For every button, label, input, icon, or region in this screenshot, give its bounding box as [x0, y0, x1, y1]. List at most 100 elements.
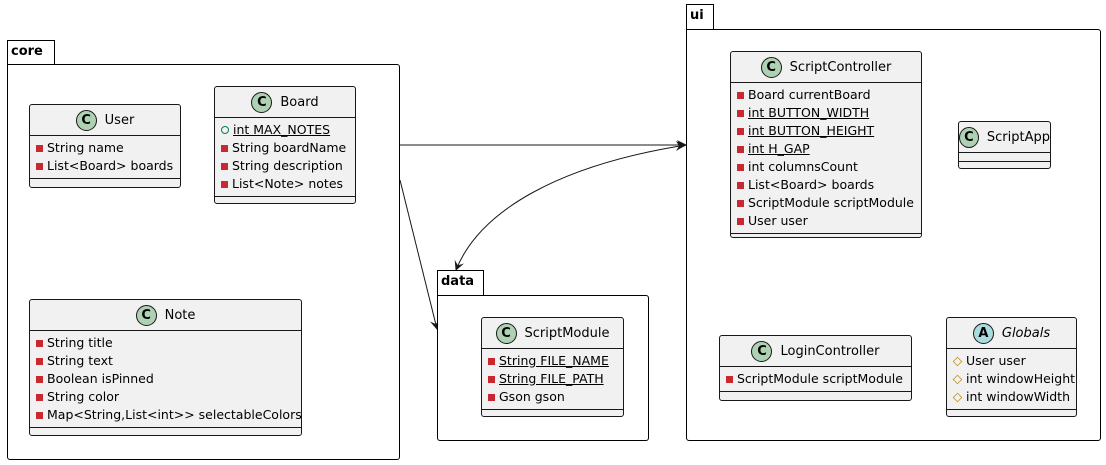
private-icon — [488, 375, 495, 383]
arrow-data-ui-bidirectional — [454, 144, 687, 271]
class-header: C LoginController — [720, 336, 911, 366]
class-header: C ScriptController — [731, 52, 921, 82]
class-fields: String name List<Board> boards — [30, 135, 180, 178]
field-static: String FILE_PATH — [488, 370, 623, 388]
package-label-data: data — [441, 274, 475, 289]
class-fields — [959, 152, 1050, 161]
class-name: ScriptApp — [986, 129, 1050, 145]
field: String description — [221, 157, 355, 175]
class-methods — [215, 196, 355, 205]
class-board: C Board int MAX_NOTES String boardName S… — [214, 86, 356, 204]
class-methods — [731, 233, 921, 242]
class-fields: String title String text Boolean isPinne… — [30, 330, 302, 427]
private-icon — [36, 162, 43, 170]
class-header: C Board — [215, 87, 355, 117]
class-stereotype-icon: C — [75, 109, 97, 131]
field: List<Board> boards — [737, 176, 921, 194]
class-methods — [959, 161, 1050, 170]
field: String name — [36, 139, 180, 157]
private-icon — [737, 181, 744, 189]
class-script-controller: C ScriptController Board currentBoard in… — [730, 51, 922, 238]
class-fields: int MAX_NOTES String boardName String de… — [215, 117, 355, 196]
private-icon — [726, 375, 733, 383]
abstract-stereotype-icon: A — [972, 322, 994, 344]
class-stereotype-icon: C — [495, 322, 517, 344]
class-stereotype-icon: C — [751, 340, 773, 362]
class-fields: User user int windowHeight int windowWid… — [947, 348, 1076, 409]
class-name: User — [104, 112, 135, 128]
field: String boardName — [221, 139, 355, 157]
class-methods — [30, 427, 301, 436]
class-name: Note — [164, 307, 196, 323]
private-icon — [221, 180, 228, 188]
protected-icon — [953, 375, 962, 384]
private-icon — [737, 127, 744, 135]
class-script-app: C ScriptApp — [958, 121, 1051, 169]
protected-icon — [953, 393, 962, 402]
class-header: A Globals — [947, 318, 1076, 348]
arrowhead-ui — [676, 141, 686, 151]
class-header: C ScriptApp — [959, 122, 1050, 152]
class-header: C ScriptModule — [482, 318, 623, 348]
field: List<Note> notes — [221, 175, 355, 193]
class-stereotype-icon: C — [251, 91, 273, 113]
private-icon — [737, 199, 744, 207]
class-globals: A Globals User user int windowHeight int… — [946, 317, 1077, 417]
field: ScriptModule scriptModule — [737, 194, 921, 212]
field: ScriptModule scriptModule — [726, 370, 911, 388]
field: User user — [737, 212, 921, 230]
private-icon — [488, 357, 495, 365]
private-icon — [737, 145, 744, 153]
private-icon — [36, 393, 43, 401]
field: int windowHeight — [953, 370, 1076, 388]
class-methods — [482, 409, 623, 418]
field: String title — [36, 334, 301, 352]
class-header: C User — [30, 105, 180, 135]
class-fields: ScriptModule scriptModule — [720, 366, 911, 391]
class-name: Globals — [1001, 325, 1051, 341]
private-icon — [36, 411, 43, 419]
private-icon — [737, 217, 744, 225]
class-name: ScriptModule — [524, 325, 610, 341]
field: User user — [953, 352, 1076, 370]
private-icon — [36, 357, 43, 365]
private-icon — [737, 91, 744, 99]
private-icon — [36, 375, 43, 383]
field-static: String FILE_NAME — [488, 352, 623, 370]
field-static: int BUTTON_WIDTH — [737, 104, 921, 122]
class-methods — [720, 391, 911, 400]
public-icon — [221, 126, 229, 134]
field: String text — [36, 352, 301, 370]
class-stereotype-icon: C — [760, 56, 782, 78]
class-login-controller: C LoginController ScriptModule scriptMod… — [719, 335, 912, 401]
class-user: C User String name List<Board> boards — [29, 104, 181, 188]
package-tab-ui: ui — [686, 4, 714, 31]
package-tab-data: data — [437, 270, 484, 297]
field: Board currentBoard — [737, 86, 921, 104]
class-fields: Board currentBoard int BUTTON_WIDTH int … — [731, 82, 921, 233]
field: Gson gson — [488, 388, 623, 406]
class-note: C Note String title String text Boolean … — [29, 299, 302, 436]
field: List<Board> boards — [36, 157, 180, 175]
class-methods — [30, 178, 180, 187]
class-name: ScriptController — [789, 59, 892, 75]
protected-icon — [953, 357, 962, 366]
private-icon — [221, 162, 228, 170]
private-icon — [737, 163, 744, 171]
package-tab-core: core — [7, 40, 55, 66]
class-name: LoginController — [780, 343, 880, 359]
field: Boolean isPinned — [36, 370, 301, 388]
private-icon — [36, 339, 43, 347]
private-icon — [36, 144, 43, 152]
field: Map<String,List<int>> selectableColors — [36, 406, 302, 424]
package-label-ui: ui — [690, 8, 704, 23]
field-static: int H_GAP — [737, 140, 921, 158]
class-name: Board — [280, 94, 319, 110]
class-methods — [947, 409, 1076, 418]
field: int windowWidth — [953, 388, 1076, 406]
private-icon — [737, 109, 744, 117]
private-icon — [221, 144, 228, 152]
class-fields: String FILE_NAME String FILE_PATH Gson g… — [482, 348, 623, 409]
field: String color — [36, 388, 301, 406]
